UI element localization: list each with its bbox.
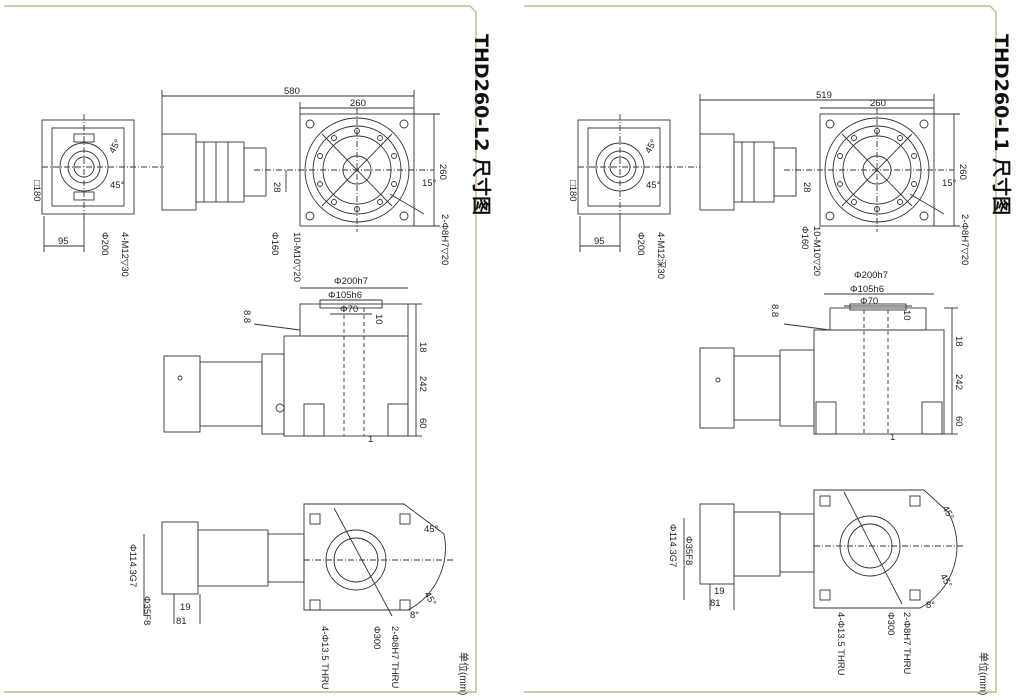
dim-width-260: 260 bbox=[350, 98, 366, 109]
dim-242: 242 bbox=[417, 376, 428, 392]
drawing-title: THD260-L2 尺寸图 bbox=[470, 34, 492, 216]
angle-45-bottom-b: 45° bbox=[421, 590, 438, 608]
dim-phi-160: Φ160 bbox=[799, 226, 810, 249]
dim-phi-105h6: Φ105h6 bbox=[850, 284, 884, 295]
dim-95: 95 bbox=[594, 236, 605, 247]
dim-8-8: 8.8 bbox=[241, 310, 252, 323]
label-pin-holes: 2-Φ8H7▽20 bbox=[439, 214, 450, 265]
angle-45-bottom-b: 45° bbox=[937, 572, 954, 590]
angle-15: 15° bbox=[942, 178, 957, 189]
angle-45-top-b: 45° bbox=[646, 180, 661, 191]
dim-242: 242 bbox=[953, 374, 964, 390]
dim-phi-114: Φ114.3G7 bbox=[667, 524, 678, 567]
angle-45-top-a: 45° bbox=[107, 137, 124, 155]
dim-phi-35: Φ35F8 bbox=[683, 536, 694, 565]
dim-18: 18 bbox=[953, 336, 964, 347]
label-tap-10: 10-M10▽20 bbox=[811, 226, 822, 276]
dim-81: 81 bbox=[176, 616, 187, 627]
dim-28: 28 bbox=[271, 182, 282, 193]
dim-height-260: 260 bbox=[957, 164, 968, 180]
angle-45-bottom-a: 45° bbox=[424, 524, 439, 535]
dim-10: 10 bbox=[901, 310, 912, 321]
dim-phi-300: Φ300 bbox=[885, 612, 896, 635]
dim-phi-300: Φ300 bbox=[371, 626, 382, 649]
dim-phi-200: Φ200 bbox=[99, 232, 110, 255]
drawing-title: THD260-L1 尺寸图 bbox=[990, 34, 1012, 216]
dim-8-8: 8.8 bbox=[769, 304, 780, 317]
dim-total-length: 519 bbox=[816, 90, 832, 101]
dim-18: 18 bbox=[417, 342, 428, 353]
dim-phi-105h6: Φ105h6 bbox=[328, 290, 362, 301]
label-pin-holes: 2-Φ8H7▽20 bbox=[959, 214, 970, 265]
dim-phi-114: Φ114.3G7 bbox=[127, 544, 138, 587]
dim-height-260: 260 bbox=[437, 164, 448, 180]
label-pin-thru: 2-Φ8H7 THRU bbox=[901, 612, 912, 674]
drawing-canvas: 580 260 □180 95 28 260 15° 45° 45° Φ200 … bbox=[4, 5, 477, 693]
label-mount-holes: 4-Φ13.5 THRU bbox=[835, 612, 846, 676]
label-tap-10: 10-M10▽20 bbox=[291, 232, 302, 282]
dim-side-180: □180 bbox=[31, 180, 42, 202]
unit-label: 单位(mm) bbox=[457, 652, 468, 696]
dim-1: 1 bbox=[368, 434, 373, 445]
dim-phi-35: Φ35F8 bbox=[141, 596, 152, 625]
dim-phi-200: Φ200 bbox=[635, 232, 646, 255]
label-tap-holes: 4-M12▽30 bbox=[119, 232, 130, 277]
label-mount-holes: 4-Φ13.5 THRU bbox=[319, 626, 330, 690]
dim-phi-200h7: Φ200h7 bbox=[854, 270, 888, 281]
angle-45-top-a: 45° bbox=[643, 137, 660, 155]
unit-label: 单位(mm) bbox=[977, 652, 988, 696]
dim-28: 28 bbox=[801, 182, 812, 193]
bottom-view-body bbox=[303, 503, 446, 611]
drawing-canvas: 519 260 □180 95 28 260 15° 45° 45° Φ200 … bbox=[524, 5, 997, 693]
dim-60: 60 bbox=[953, 416, 964, 427]
dim-total-length: 580 bbox=[284, 86, 300, 97]
dim-phi-70: Φ70 bbox=[340, 304, 358, 315]
dim-60: 60 bbox=[417, 418, 428, 429]
dim-19: 19 bbox=[714, 586, 725, 597]
dim-phi-200h7: Φ200h7 bbox=[334, 276, 368, 287]
drawing-sheet-l1: 519 260 □180 95 28 260 15° 45° 45° Φ200 … bbox=[524, 4, 1020, 695]
angle-8: 8° bbox=[926, 600, 935, 611]
angle-15: 15° bbox=[422, 178, 437, 189]
label-pin-thru: 2-Φ8H7 THRU bbox=[389, 626, 400, 688]
dim-phi-70: Φ70 bbox=[860, 296, 878, 307]
dim-95: 95 bbox=[58, 236, 69, 247]
dim-19: 19 bbox=[180, 602, 191, 613]
dim-width-260: 260 bbox=[870, 98, 886, 109]
angle-45-top-b: 45° bbox=[110, 180, 125, 191]
dim-81: 81 bbox=[710, 598, 721, 609]
dim-phi-160: Φ160 bbox=[269, 232, 280, 255]
drawing-sheet-l2: 580 260 □180 95 28 260 15° 45° 45° Φ200 … bbox=[4, 4, 500, 695]
side-view-body bbox=[283, 335, 409, 437]
dim-10: 10 bbox=[373, 314, 384, 325]
dim-side-180: □180 bbox=[567, 180, 578, 202]
dim-1: 1 bbox=[890, 432, 895, 443]
label-tap-holes: 4-M12深30 bbox=[655, 232, 666, 279]
angle-8: 8° bbox=[410, 610, 419, 621]
